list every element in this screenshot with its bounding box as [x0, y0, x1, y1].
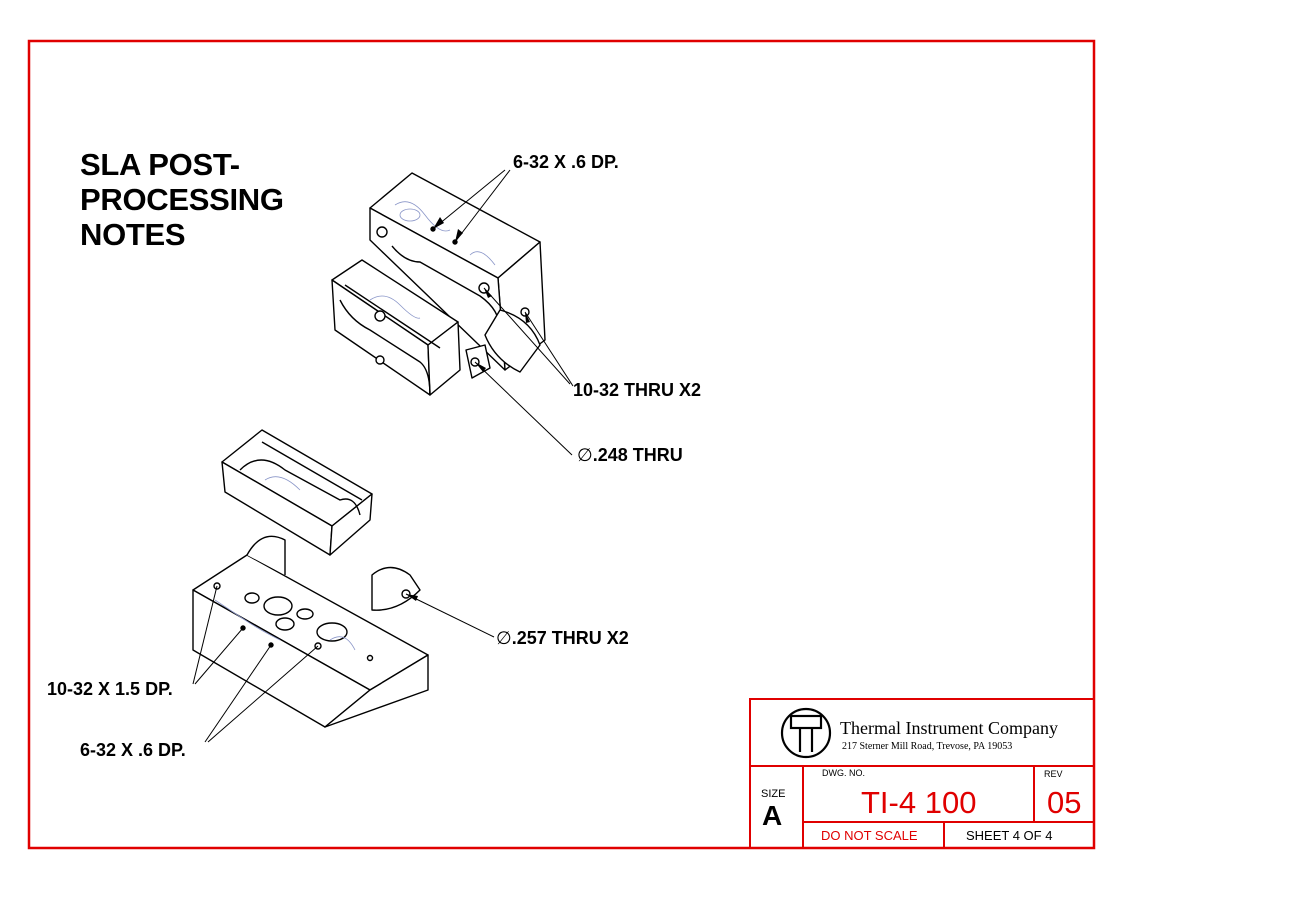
bottom-part-isometric	[192, 429, 429, 728]
callout-257-text: .257 THRU X2	[511, 628, 629, 648]
drawing-title: SLA POST- PROCESSING NOTES	[80, 147, 284, 252]
arrowheads	[406, 217, 530, 601]
sheet-border	[27, 39, 1096, 850]
company-name: Thermal Instrument Company	[840, 718, 1058, 738]
company-address: 217 Sterner Mill Road, Trevose, PA 19053	[842, 741, 1013, 752]
leader-lines	[192, 169, 574, 743]
dwg-no-label: DWG. NO.	[822, 768, 865, 778]
callout-248-text: .248 THRU	[592, 445, 683, 465]
callout-10-32-thru: 10-32 THRU X2	[573, 380, 702, 400]
size-label: SIZE	[761, 788, 786, 800]
company-logo	[780, 707, 832, 759]
callout-6-32-top: 6-32 X .6 DP.	[513, 152, 619, 172]
callout-6-32-bottom: 6-32 X .6 DP.	[80, 740, 186, 760]
callout-248-thru: ∅.248 THRU	[577, 445, 683, 466]
callout-257-thru: ∅.257 THRU X2	[496, 628, 629, 649]
diameter-symbol-2: ∅	[496, 628, 512, 648]
dwg-no-value: TI-4 100	[861, 785, 977, 820]
sheet-number: SHEET 4 OF 4	[966, 828, 1053, 843]
title-block-frame	[749, 698, 1095, 849]
diameter-symbol: ∅	[577, 445, 593, 465]
do-not-scale-note: DO NOT SCALE	[821, 828, 918, 843]
rev-value: 05	[1047, 785, 1082, 820]
callout-10-32-depth: 10-32 X 1.5 DP.	[47, 679, 173, 699]
size-value: A	[762, 800, 783, 831]
rev-label: REV	[1044, 769, 1063, 779]
top-part-isometric	[331, 172, 546, 396]
